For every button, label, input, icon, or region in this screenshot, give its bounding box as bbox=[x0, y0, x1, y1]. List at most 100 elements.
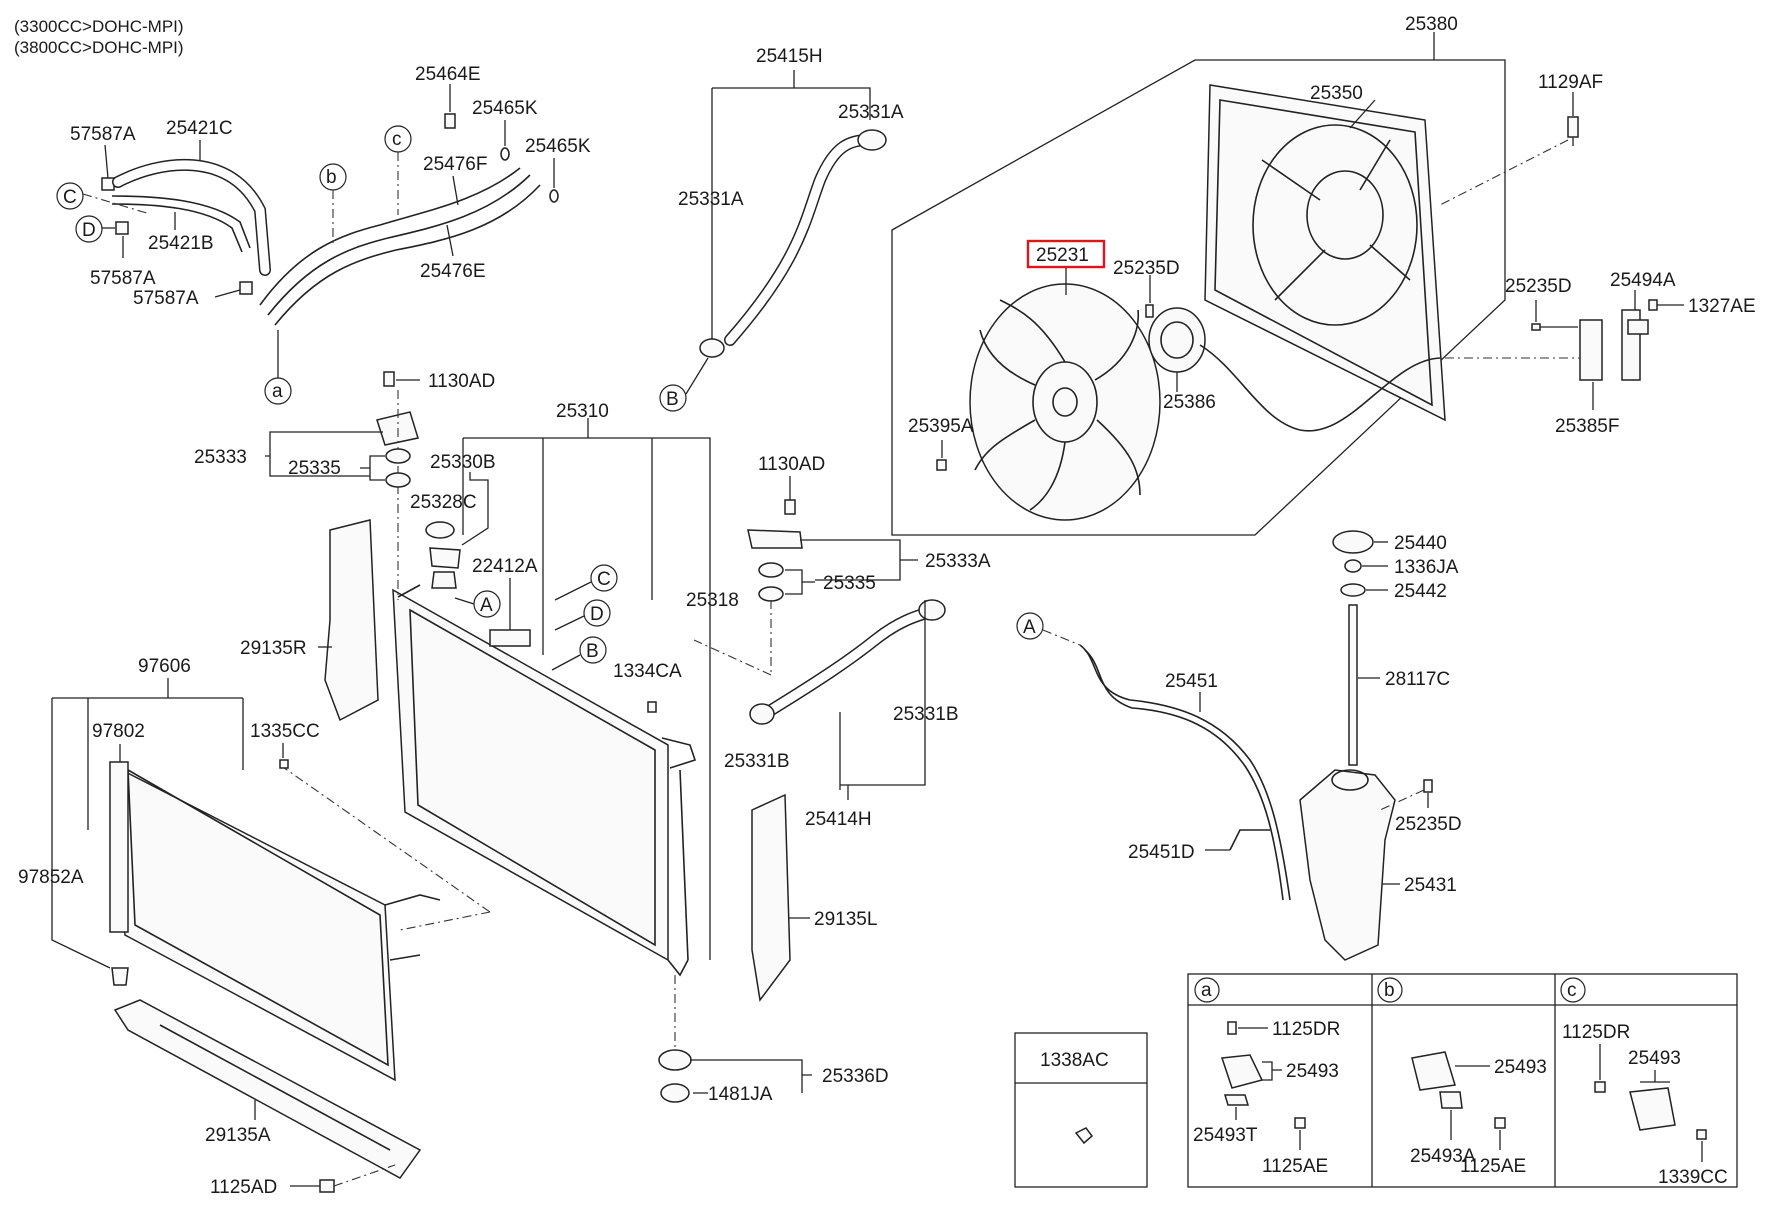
part-25465K-2-label[interactable]: 25465K bbox=[525, 136, 591, 157]
part-25235D-conn-label[interactable]: 25235D bbox=[1505, 276, 1572, 297]
part-29135A-label[interactable]: 29135A bbox=[205, 1125, 271, 1146]
bolt-1129AF[interactable] bbox=[1567, 116, 1579, 146]
part-25310-label[interactable]: 25310 bbox=[556, 401, 609, 422]
callout-C-radiator[interactable] bbox=[590, 564, 618, 592]
cap-25440[interactable] bbox=[1332, 530, 1374, 554]
drain-plug-25336D[interactable] bbox=[658, 1049, 692, 1103]
callout-A-reservoir[interactable] bbox=[1016, 612, 1044, 640]
seal-25328C[interactable] bbox=[425, 521, 455, 539]
oil-cooler-pipe-25476E[interactable] bbox=[274, 184, 541, 326]
part-25335-left-label[interactable]: 25335 bbox=[288, 458, 341, 479]
part-97802-label[interactable]: 97802 bbox=[92, 721, 145, 742]
part-25235D-tank-label[interactable]: 25235D bbox=[1395, 814, 1462, 835]
part-25330B-label[interactable]: 25330B bbox=[430, 452, 496, 473]
part-25464E-label[interactable]: 25464E bbox=[415, 64, 481, 85]
hose-25421B[interactable] bbox=[111, 195, 251, 249]
inset-a-part-2[interactable]: 25493T bbox=[1193, 1125, 1258, 1146]
part-25318-label[interactable]: 25318 bbox=[686, 590, 739, 611]
part-97606-label[interactable]: 97606 bbox=[138, 656, 191, 677]
oil-cooler-pipe-25476F[interactable] bbox=[259, 167, 521, 306]
part-25494A-label[interactable]: 25494A bbox=[1610, 270, 1676, 291]
bolt-1334CA[interactable] bbox=[647, 701, 657, 713]
part-1327AE-label[interactable]: 1327AE bbox=[1688, 296, 1756, 317]
bolt-1130AD-left[interactable] bbox=[383, 371, 395, 387]
overflow-hose-25451[interactable] bbox=[1079, 644, 1291, 901]
callout-C-top[interactable] bbox=[56, 182, 84, 210]
oring-25465K-2[interactable] bbox=[549, 189, 559, 203]
bushing-25335-lower[interactable] bbox=[385, 472, 411, 488]
callout-D-top[interactable] bbox=[75, 215, 103, 243]
part-25442-label[interactable]: 25442 bbox=[1394, 581, 1447, 602]
part-25328C-label[interactable]: 25328C bbox=[410, 492, 477, 513]
part-1130AD-right-label[interactable]: 1130AD bbox=[758, 454, 825, 475]
part-25476F-label[interactable]: 25476F bbox=[423, 154, 487, 175]
clip-57587A-2[interactable] bbox=[115, 221, 129, 235]
part-25440-label[interactable]: 25440 bbox=[1394, 533, 1447, 554]
part-25331A-left-label[interactable]: 25331A bbox=[678, 189, 744, 210]
bolt-1125DR-c[interactable] bbox=[1594, 1081, 1606, 1093]
part-29135R-label[interactable]: 29135R bbox=[240, 638, 307, 659]
air-guard-29135R[interactable] bbox=[324, 519, 379, 722]
bracket-25333A[interactable] bbox=[747, 529, 803, 549]
inset-a-part-0[interactable]: 1125DR bbox=[1272, 1019, 1340, 1040]
part-28117C-label[interactable]: 28117C bbox=[1385, 669, 1450, 690]
seal-25442[interactable] bbox=[1340, 583, 1366, 597]
clip-25493-c[interactable] bbox=[1629, 1087, 1676, 1131]
part-1125AD-label[interactable]: 1125AD bbox=[210, 1177, 277, 1198]
bolt-1130AD-right[interactable] bbox=[784, 499, 796, 515]
seal-22412A[interactable] bbox=[489, 629, 531, 647]
inset-a-part-3[interactable]: 1125AE bbox=[1262, 1156, 1328, 1177]
air-guard-29135L[interactable] bbox=[751, 793, 791, 1002]
inset-b-part-0[interactable]: 25493 bbox=[1494, 1057, 1547, 1078]
part-25415H-label[interactable]: 25415H bbox=[756, 46, 823, 67]
cap-25330B[interactable] bbox=[429, 547, 461, 569]
reservoir-25431[interactable] bbox=[1299, 769, 1396, 961]
part-25333A-label[interactable]: 25333A bbox=[925, 551, 991, 572]
clip-25493-b[interactable] bbox=[1411, 1051, 1456, 1091]
oring-25465K-1[interactable] bbox=[500, 147, 510, 161]
hose-clamp-25331A-top[interactable] bbox=[857, 129, 887, 151]
part-25333-label[interactable]: 25333 bbox=[194, 447, 247, 468]
part-97852A-label[interactable]: 97852A bbox=[18, 867, 84, 888]
bolt-1335CC[interactable] bbox=[279, 759, 289, 769]
insulator-97852A[interactable] bbox=[111, 967, 129, 986]
part-25421C-label[interactable]: 25421C bbox=[166, 118, 233, 139]
part-57587A-2-label[interactable]: 57587A bbox=[90, 268, 156, 289]
part-25331B-left-label[interactable]: 25331B bbox=[724, 751, 790, 772]
bushing-25335-right-lower[interactable] bbox=[758, 586, 784, 602]
part-25431-label[interactable]: 25431 bbox=[1404, 875, 1457, 896]
part-1334CA-label[interactable]: 1334CA bbox=[613, 661, 682, 682]
part-25350-label[interactable]: 25350 bbox=[1310, 83, 1363, 104]
clip-57587A-1[interactable] bbox=[101, 177, 115, 191]
clip-57587A-3[interactable] bbox=[239, 281, 253, 295]
bushing-25335-upper[interactable] bbox=[385, 448, 411, 464]
part-1130AD-left-label[interactable]: 1130AD bbox=[428, 371, 495, 392]
screw-25235D-conn[interactable] bbox=[1531, 323, 1541, 331]
part-25451D-label[interactable]: 25451D bbox=[1128, 842, 1195, 863]
part-25476E-label[interactable]: 25476E bbox=[420, 261, 486, 282]
part-29135L-label[interactable]: 29135L bbox=[814, 909, 877, 930]
hose-clamp-25331B-bottom[interactable] bbox=[749, 703, 775, 725]
bolt-1125AE-b[interactable] bbox=[1494, 1117, 1506, 1129]
part-25336D-label[interactable]: 25336D bbox=[822, 1066, 889, 1087]
bolt-25464E[interactable] bbox=[444, 113, 456, 129]
bolt-1125AE-a[interactable] bbox=[1294, 1117, 1306, 1129]
callout-D-radiator[interactable] bbox=[583, 599, 611, 627]
hose-25451D[interactable] bbox=[1229, 829, 1270, 851]
callout-B-upper[interactable] bbox=[659, 384, 687, 412]
callout-B-radiator[interactable] bbox=[579, 636, 607, 664]
part-25331B-right-label[interactable]: 25331B bbox=[893, 704, 959, 725]
part-25465K-1-label[interactable]: 25465K bbox=[472, 98, 538, 119]
screw-25235D-fan[interactable] bbox=[1145, 304, 1154, 318]
inset-c-part-0[interactable]: 1125DR bbox=[1562, 1022, 1630, 1043]
clip-1338AC[interactable] bbox=[1074, 1127, 1094, 1145]
air-guard-29135A[interactable] bbox=[113, 999, 422, 1179]
nut-25395A[interactable] bbox=[936, 459, 947, 471]
part-25380-label[interactable]: 25380 bbox=[1405, 14, 1458, 35]
inset-b-part-1[interactable]: 25493A bbox=[1410, 1146, 1476, 1167]
part-57587A-3-label[interactable]: 57587A bbox=[133, 288, 199, 309]
part-25395A-label[interactable]: 25395A bbox=[908, 416, 974, 437]
part-25331A-top-label[interactable]: 25331A bbox=[838, 102, 904, 123]
inset-a-part-1[interactable]: 25493 bbox=[1286, 1061, 1339, 1082]
part-1336JA-label[interactable]: 1336JA bbox=[1394, 557, 1459, 578]
